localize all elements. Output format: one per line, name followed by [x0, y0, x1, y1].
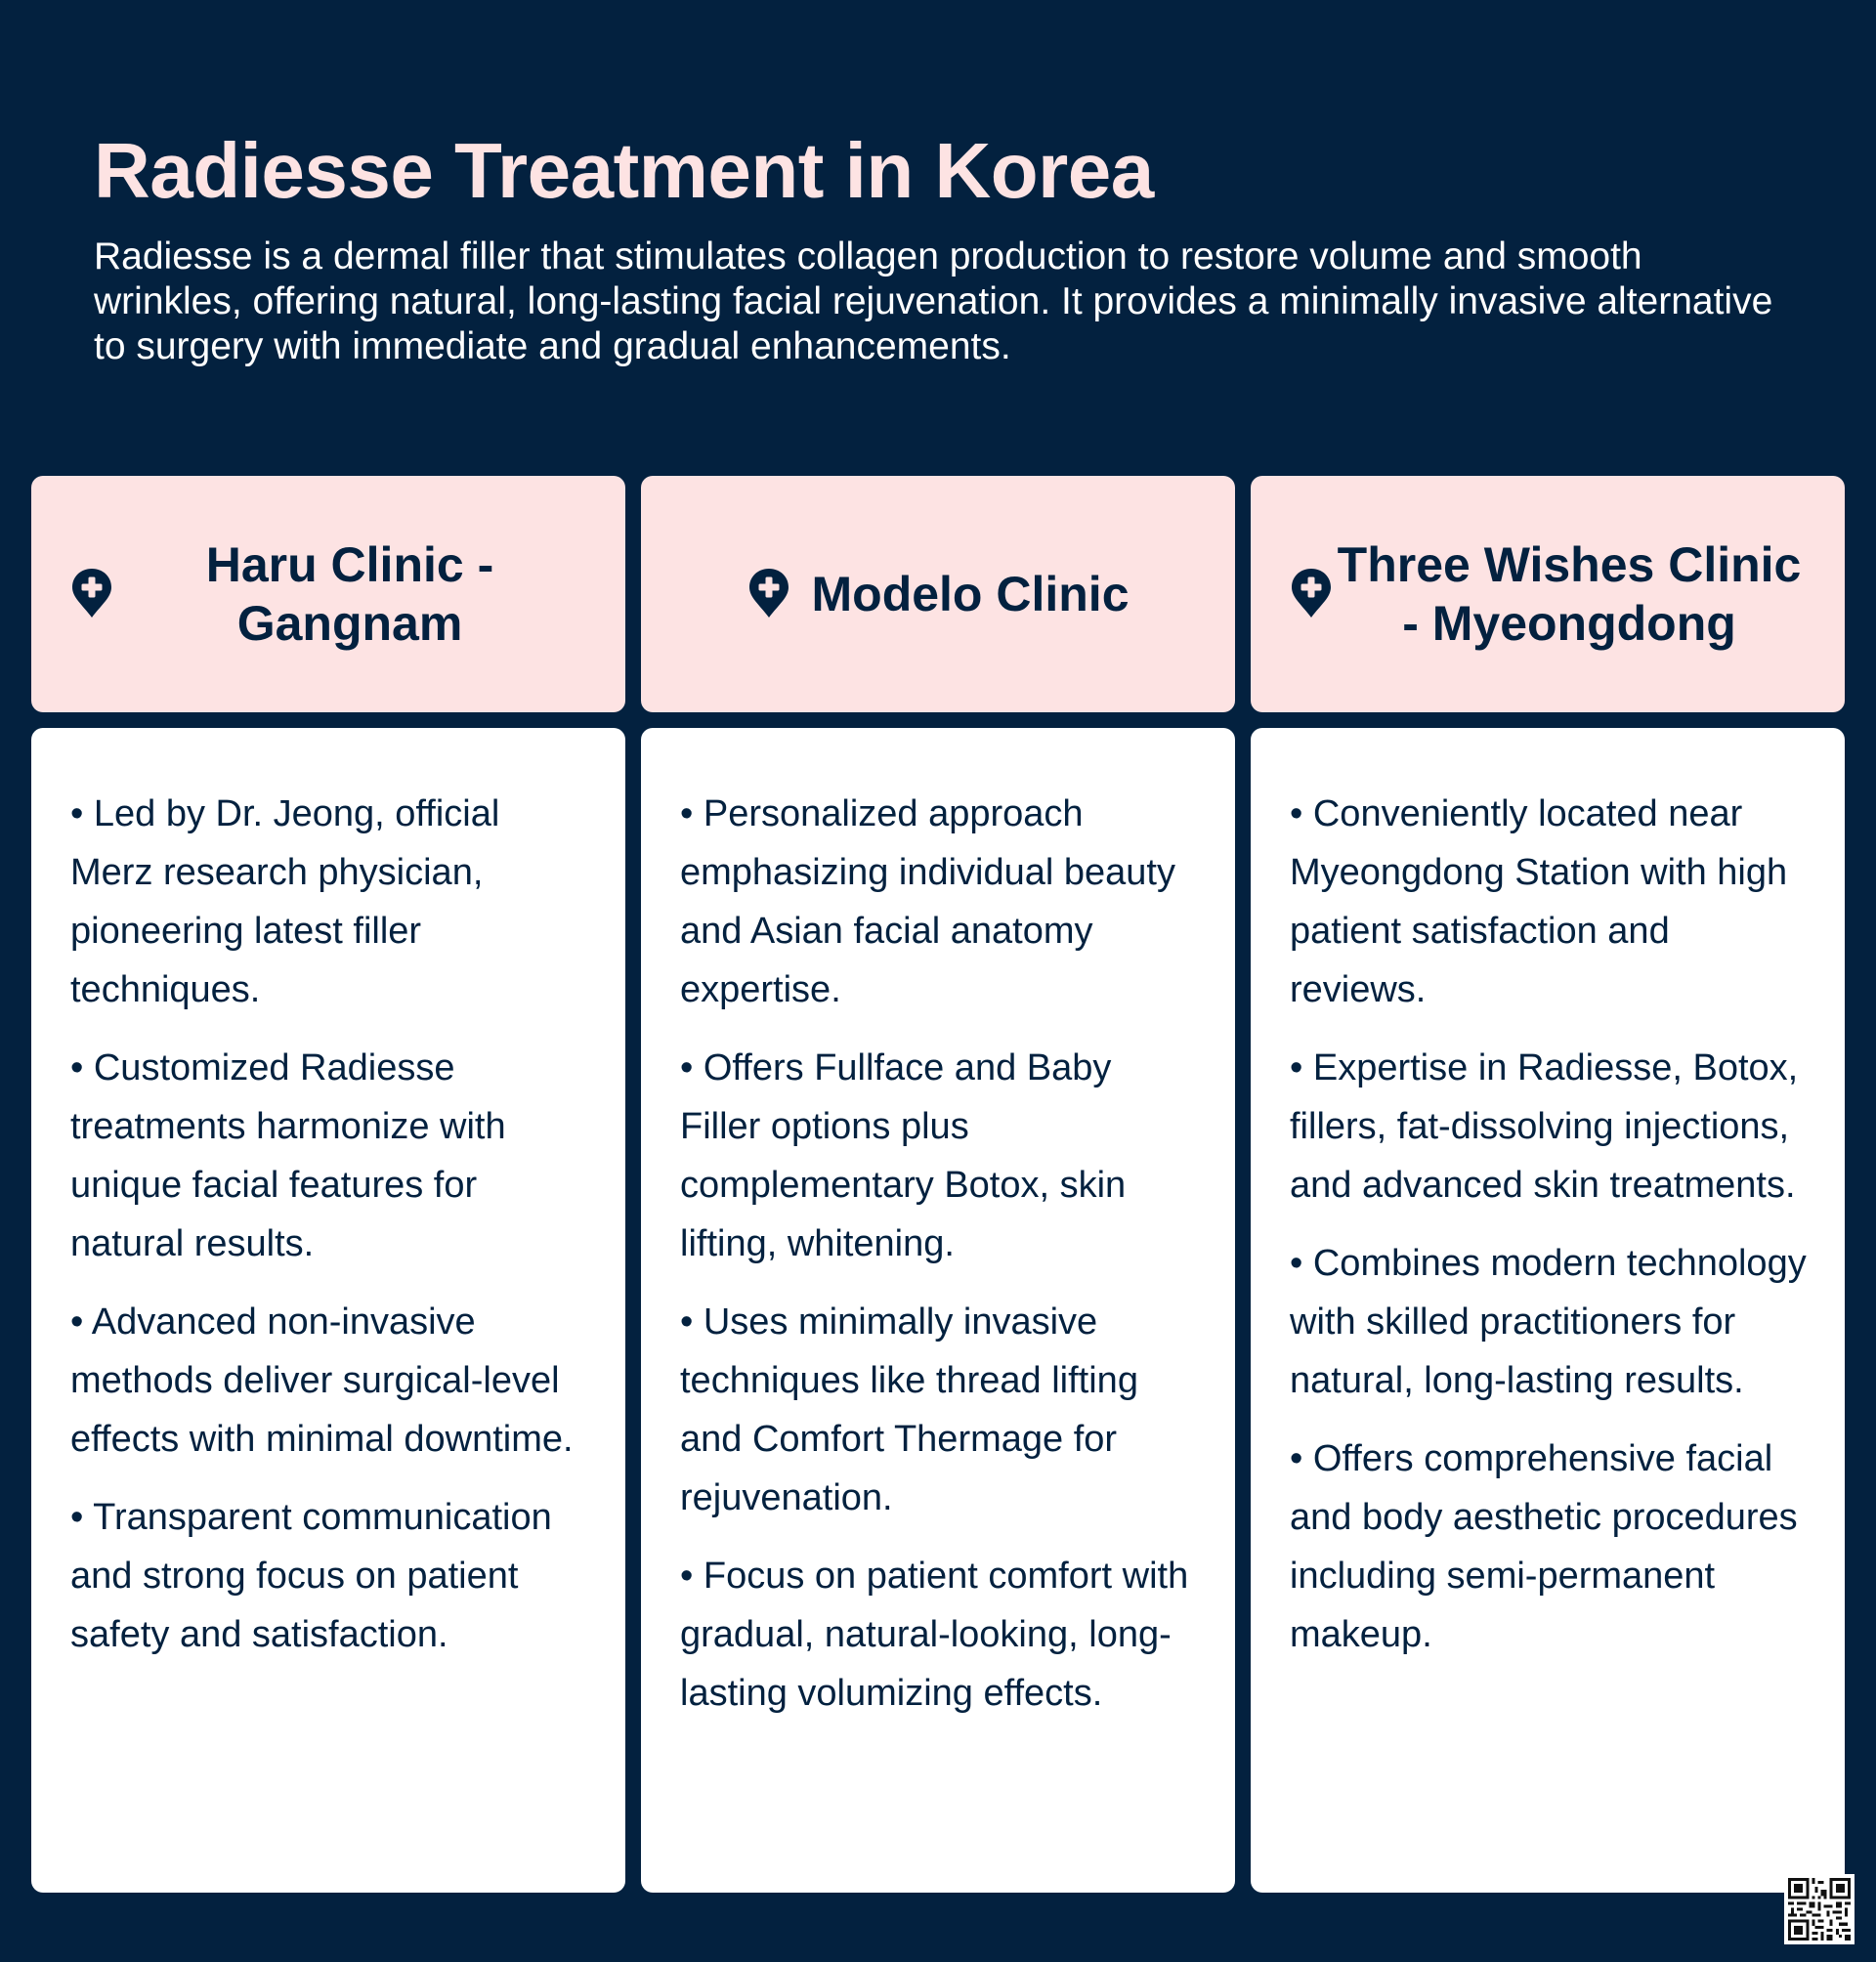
clinic-feature: • Offers comprehensive facial and body a…: [1290, 1438, 1798, 1655]
location-pin-plus-icon: [70, 567, 113, 621]
qr-code-icon[interactable]: [1784, 1874, 1855, 1944]
page-header: Radiesse Treatment in Korea Radiesse is …: [94, 117, 1784, 369]
clinic-details: • Led by Dr. Jeong, official Merz resear…: [31, 728, 625, 1893]
clinic-feature: • Customized Radiesse treatments harmoni…: [70, 1047, 506, 1264]
clinic-name: Three Wishes Clinic - Myeongdong: [1337, 537, 1802, 651]
location-pin-plus-icon: [1290, 567, 1333, 621]
clinic-header: Modelo Clinic: [641, 476, 1235, 712]
clinic-header: Three Wishes Clinic - Myeongdong: [1251, 476, 1845, 712]
clinic-column-modelo: Modelo Clinic • Personalized approach em…: [641, 476, 1235, 1893]
clinic-name: Modelo Clinic: [811, 567, 1130, 621]
clinic-feature: • Personalized approach emphasizing indi…: [680, 793, 1175, 1010]
clinic-feature: • Led by Dr. Jeong, official Merz resear…: [70, 793, 500, 1010]
clinic-columns: Haru Clinic - Gangnam • Led by Dr. Jeong…: [31, 476, 1845, 1893]
clinic-feature: • Conveniently located near Myeongdong S…: [1290, 793, 1788, 1010]
clinic-header: Haru Clinic - Gangnam: [31, 476, 625, 712]
clinic-feature: • Combines modern technology with skille…: [1290, 1243, 1807, 1401]
clinic-feature: • Advanced non-invasive methods deliver …: [70, 1301, 574, 1460]
clinic-feature: • Expertise in Radiesse, Botox, fillers,…: [1290, 1047, 1799, 1206]
page-title: Radiesse Treatment in Korea: [94, 127, 1154, 214]
clinic-feature: • Focus on patient comfort with gradual,…: [680, 1556, 1189, 1714]
page-intro: Radiesse is a dermal filler that stimula…: [94, 235, 1773, 367]
location-pin-plus-icon: [747, 567, 790, 621]
clinic-name: Haru Clinic - Gangnam: [205, 537, 494, 651]
clinic-feature: • Transparent communication and strong f…: [70, 1497, 552, 1655]
clinic-feature: • Offers Fullface and Baby Filler option…: [680, 1047, 1127, 1264]
clinic-column-haru: Haru Clinic - Gangnam • Led by Dr. Jeong…: [31, 476, 625, 1893]
clinic-details: • Conveniently located near Myeongdong S…: [1251, 728, 1845, 1893]
clinic-details: • Personalized approach emphasizing indi…: [641, 728, 1235, 1893]
clinic-feature: • Uses minimally invasive techniques lik…: [680, 1301, 1138, 1518]
clinic-column-three-wishes: Three Wishes Clinic - Myeongdong • Conve…: [1251, 476, 1845, 1893]
